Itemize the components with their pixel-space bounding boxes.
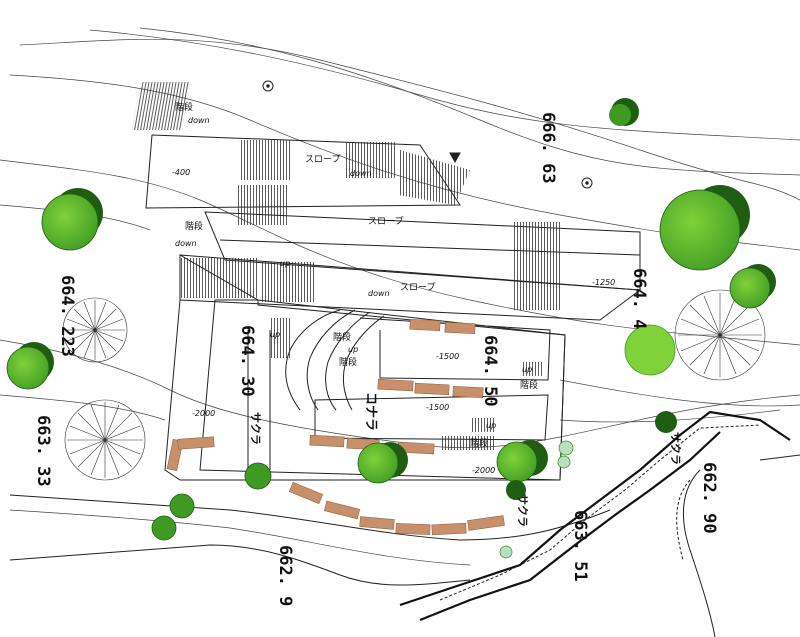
species-label-left: サクラ [249, 412, 262, 445]
elevation-664-223: 664. 223 [57, 275, 77, 357]
slope-label-2: スロープ [368, 216, 403, 227]
upper-walkway [132, 82, 642, 321]
down-label-3: down [175, 239, 197, 248]
down-label-1: down [188, 116, 210, 125]
elevation-662-90-a: 662. 90 [699, 462, 719, 534]
species-label-bottom: サクラ [516, 494, 529, 527]
species-label-right: サクラ [669, 432, 682, 465]
stairs-label-5: 階段 [520, 379, 538, 391]
planted-trees [6, 98, 776, 559]
up-label-5: up [486, 421, 496, 430]
stairs-label-1: 階段 [175, 101, 193, 113]
survey-points [262, 80, 593, 189]
stairs-label-6: 階段 [470, 437, 488, 449]
stairs-label-4: 階段 [339, 356, 357, 368]
elevation-666-63: 666. 63 [538, 112, 558, 184]
elevation-663-51: 663. 51 [570, 510, 590, 582]
elevation-662-90-b: 662. 9 [275, 545, 295, 606]
level-labels: -400 -1250 -1500 -1500 -2000 -2000 [172, 168, 615, 475]
species-labels: コナラ サクラ サクラ サクラ [249, 392, 682, 527]
slope-label-1: スロープ [305, 154, 340, 165]
stairs-label-2: 階段 [185, 220, 203, 232]
level-400: -400 [172, 168, 190, 177]
slope-label-3: スロープ [400, 282, 435, 293]
walkway-labels: 階段 down スロープ down スロープ 階段 down up スロープ d… [175, 101, 538, 449]
up-label-3: up [348, 345, 358, 354]
down-label-2: down [350, 169, 372, 178]
stairs-label-3: 階段 [333, 331, 351, 343]
elevation-663-33: 663. 33 [33, 415, 53, 487]
up-label-1: up [280, 259, 290, 268]
up-label-4: up [522, 365, 532, 374]
elevation-labels: 666. 63 664. 4 664. 223 663. 33 664. 30 … [33, 112, 719, 606]
level-2000-b: -2000 [472, 466, 495, 475]
level-2000-a: -2000 [192, 409, 215, 418]
down-label-4: down [368, 289, 390, 298]
plaza-species-label: コナラ [363, 392, 378, 431]
existing-trees [62, 289, 766, 481]
level-1250: -1250 [592, 278, 615, 287]
level-1500-b: -1500 [426, 403, 449, 412]
elevation-664-30: 664. 30 [237, 325, 257, 397]
up-label-2: up [270, 330, 280, 339]
boundary [9, 410, 800, 637]
elevation-664-50: 664. 50 [480, 335, 500, 407]
level-1500-a: -1500 [436, 352, 459, 361]
elevation-664-4: 664. 4 [629, 268, 649, 329]
